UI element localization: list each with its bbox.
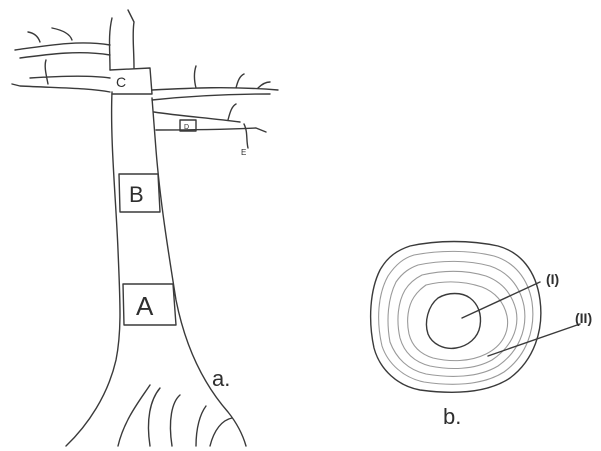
left-lower-branch: [12, 60, 110, 92]
top-stem-right: [128, 10, 134, 68]
leader-line-i: [462, 282, 540, 318]
cross-section-drawing: [371, 242, 580, 393]
root-5: [210, 418, 232, 446]
trunk-right-outline: [152, 98, 246, 446]
top-stem-left: [110, 18, 113, 70]
label-c: C: [116, 74, 126, 90]
right-upper-branch: [152, 66, 278, 100]
label-d: D: [184, 124, 189, 131]
label-i: (I): [546, 271, 559, 287]
trunk-left-outline: [66, 92, 120, 446]
pith-outline: [426, 294, 480, 349]
growth-rings: [379, 251, 533, 384]
caption-b: b.: [443, 404, 461, 429]
bark-outline: [371, 242, 541, 393]
caption-a: a.: [212, 366, 230, 391]
right-lower-branch: [154, 104, 266, 148]
label-a: A: [136, 291, 154, 321]
tree-drawing: [12, 10, 278, 446]
root-1: [118, 385, 150, 446]
left-upper-branch: [15, 28, 110, 58]
root-2: [148, 388, 160, 446]
root-4: [196, 406, 206, 446]
label-ii: (II): [575, 310, 592, 326]
root-3: [170, 395, 180, 446]
label-e: E: [241, 148, 246, 157]
label-b: B: [129, 182, 144, 207]
